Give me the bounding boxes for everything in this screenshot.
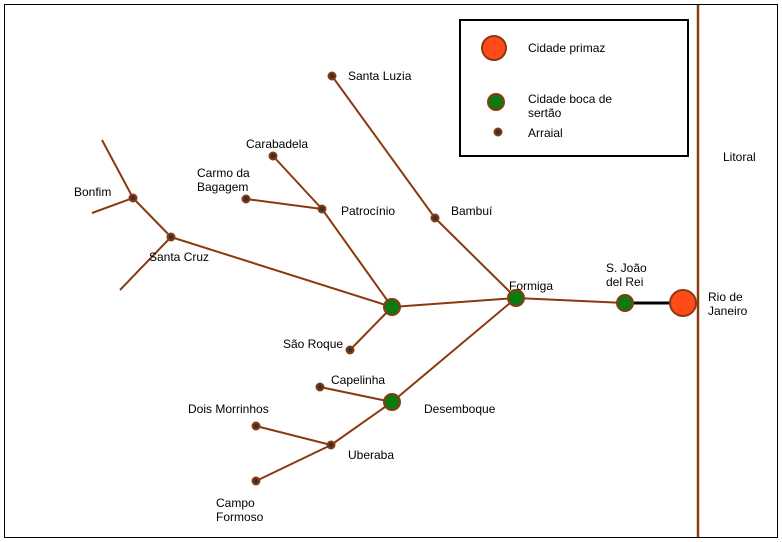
label-rio-de-janeiro: Rio de Janeiro bbox=[708, 290, 748, 318]
edge-capelinha-desemboque bbox=[319, 386, 393, 403]
node-capelinha bbox=[315, 382, 325, 392]
label-carmo-da-bagagem: Carmo da Bagagem bbox=[197, 166, 250, 194]
label-dois-morrinhos: Dois Morrinhos bbox=[188, 402, 269, 416]
label-litoral: Litoral bbox=[723, 150, 756, 164]
edge-bonfim-branch-left bbox=[91, 197, 134, 214]
node-sao-joao-del-rei bbox=[616, 294, 634, 312]
label-patrocinio: Patrocínio bbox=[341, 204, 396, 218]
edge-carabadela-patrocinio bbox=[272, 155, 323, 210]
node-rio-de-janeiro bbox=[669, 289, 697, 317]
edge-bonfim-branch-up bbox=[101, 139, 134, 199]
node-sertao-hub bbox=[383, 298, 401, 316]
edge-bambui-formiga bbox=[434, 217, 517, 299]
legend-primate-icon bbox=[481, 35, 507, 61]
label-bonfim: Bonfim bbox=[74, 185, 112, 199]
edge-carmo-patrocinio bbox=[245, 198, 323, 210]
node-patrocinio bbox=[317, 204, 327, 214]
label-campo-formoso: Campo Formoso bbox=[216, 496, 264, 524]
edge-saoroque-hub bbox=[349, 306, 393, 351]
edge-santaluzia-bambui bbox=[331, 75, 436, 219]
node-dois-morrinhos bbox=[251, 421, 261, 431]
edge-formiga-desemboque bbox=[391, 297, 517, 403]
edge-hub-formiga bbox=[391, 297, 517, 308]
node-sao-roque bbox=[345, 345, 355, 355]
label-bambui: Bambuí bbox=[451, 204, 493, 218]
legend-symbols bbox=[481, 35, 507, 137]
node-bambui bbox=[430, 213, 440, 223]
node-uberaba bbox=[326, 440, 336, 450]
label-formiga: Formiga bbox=[509, 279, 554, 293]
label-desemboque: Desemboque bbox=[424, 402, 496, 416]
legend: Cidade primaz Cidade boca de sertão Arra… bbox=[459, 19, 689, 157]
node-carmo-da-bagagem bbox=[241, 194, 251, 204]
edge-santacruz-branch-down bbox=[119, 236, 172, 291]
legend-arraial-icon bbox=[493, 127, 503, 137]
node-desemboque bbox=[383, 393, 401, 411]
legend-arraial-label: Arraial bbox=[528, 126, 563, 140]
edge-uberaba-campoformoso bbox=[255, 444, 332, 482]
label-santa-cruz: Santa Cruz bbox=[149, 250, 210, 264]
road-network bbox=[91, 75, 626, 482]
node-santa-luzia bbox=[327, 71, 337, 81]
node-bonfim bbox=[128, 193, 138, 203]
label-sao-joao-del-rei: S. João del Rei bbox=[606, 261, 647, 289]
node-santa-cruz bbox=[166, 232, 176, 242]
label-sao-roque: São Roque bbox=[283, 337, 344, 351]
edge-doismorrinhos-uberaba bbox=[255, 425, 332, 446]
edge-santacruz-hub bbox=[170, 236, 393, 308]
label-carabadela: Carabadela bbox=[246, 137, 309, 151]
node-carabadela bbox=[268, 151, 278, 161]
edge-bonfim-santacruz bbox=[132, 197, 172, 238]
label-uberaba: Uberaba bbox=[348, 448, 395, 462]
legend-boca-label: Cidade boca de sertão bbox=[528, 92, 613, 120]
label-capelinha: Capelinha bbox=[331, 373, 386, 387]
edge-patrocinio-hub bbox=[321, 208, 393, 308]
legend-primate-label: Cidade primaz bbox=[528, 41, 606, 55]
label-santa-luzia: Santa Luzia bbox=[348, 69, 412, 83]
edge-desemboque-uberaba bbox=[330, 401, 393, 446]
node-campo-formoso bbox=[251, 476, 261, 486]
node-formiga bbox=[507, 289, 525, 307]
edge-formiga-saojoao bbox=[515, 297, 626, 304]
legend-boca-icon bbox=[487, 93, 505, 111]
